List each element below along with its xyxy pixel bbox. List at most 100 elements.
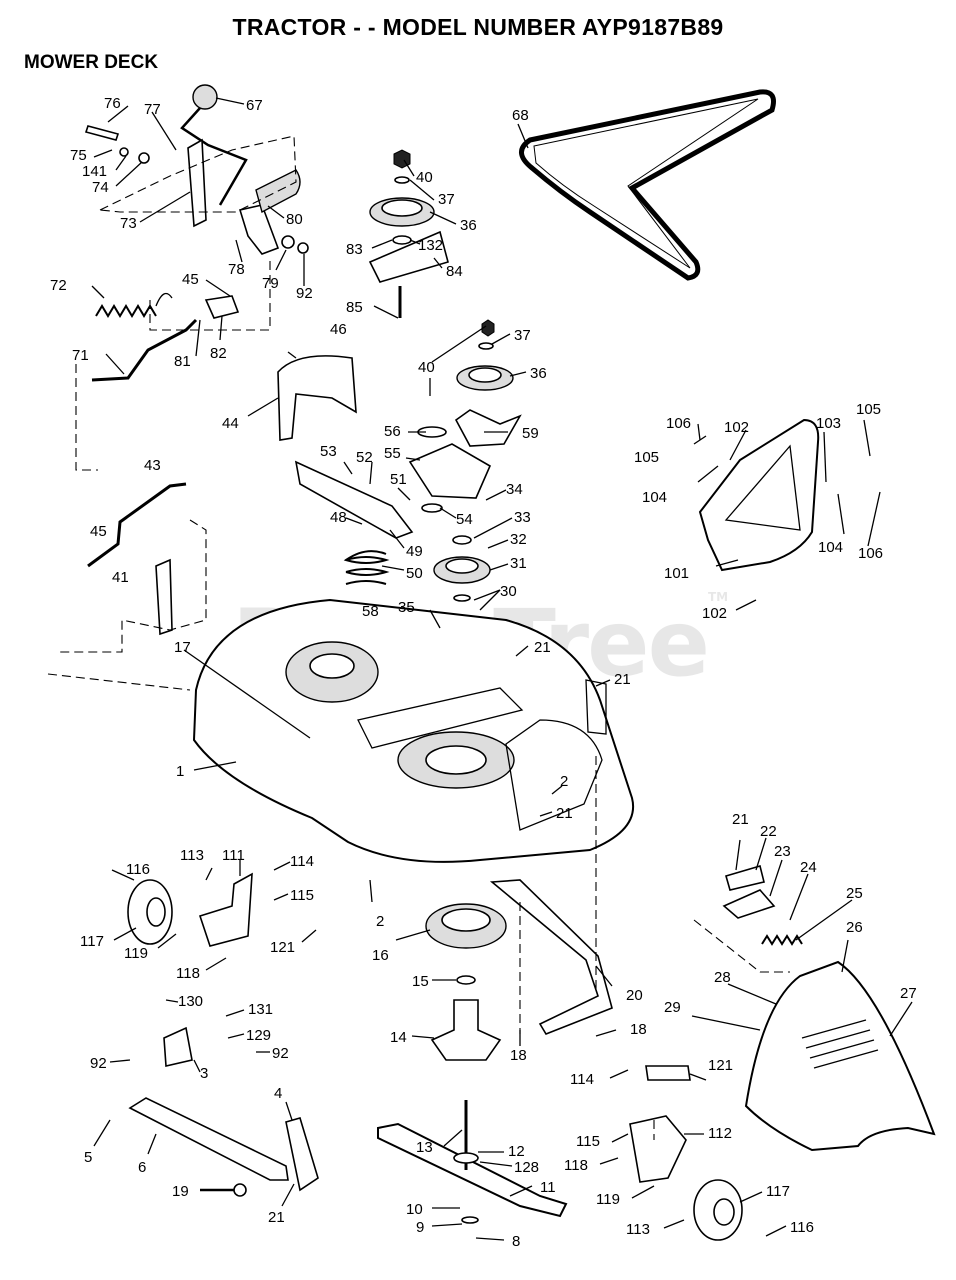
callout-34: 34 — [506, 481, 523, 498]
callout-labels: 67 76 77 75 141 74 73 80 78 79 92 45 72 … — [50, 95, 917, 1250]
callout-121a: 121 — [270, 939, 295, 956]
callout-118b: 118 — [564, 1157, 588, 1174]
callout-33: 33 — [514, 509, 531, 526]
assembly-lines — [47, 135, 790, 1140]
callout-44: 44 — [222, 415, 239, 432]
blade-part — [377, 1122, 568, 1218]
callout-105a: 105 — [856, 401, 881, 418]
callout-119a: 119 — [124, 945, 148, 962]
callout-41: 41 — [112, 569, 129, 586]
callout-22: 22 — [760, 823, 777, 840]
spring-part — [95, 304, 157, 318]
callout-21d: 21 — [268, 1209, 285, 1226]
callout-81: 81 — [174, 353, 191, 370]
callout-28: 28 — [714, 969, 731, 986]
callout-18a: 18 — [630, 1021, 647, 1038]
callout-53: 53 — [320, 443, 337, 460]
callout-92b: 92 — [90, 1055, 107, 1072]
callout-115b: 115 — [576, 1133, 600, 1150]
callout-49: 49 — [406, 543, 423, 560]
callout-102a: 102 — [724, 419, 749, 436]
callout-27: 27 — [900, 985, 917, 1002]
callout-43: 43 — [144, 457, 161, 474]
callout-45b: 45 — [90, 523, 107, 540]
callout-56: 56 — [384, 423, 401, 440]
parts-drawing — [84, 84, 936, 1241]
callout-112: 112 — [708, 1125, 732, 1142]
callout-23: 23 — [774, 843, 791, 860]
callout-36b: 36 — [530, 365, 547, 382]
callout-76: 76 — [104, 95, 121, 112]
callout-31: 31 — [510, 555, 527, 572]
belt-part — [519, 89, 776, 281]
callout-116a: 116 — [126, 861, 150, 878]
callout-20: 20 — [626, 987, 643, 1004]
callout-103: 103 — [816, 415, 841, 432]
callout-55: 55 — [384, 445, 401, 462]
callout-68: 68 — [512, 107, 529, 124]
lift-knob-part — [192, 84, 218, 110]
callout-14: 14 — [390, 1029, 407, 1046]
callout-45a: 45 — [182, 271, 199, 288]
callout-26: 26 — [846, 919, 863, 936]
callout-132: 132 — [418, 237, 443, 254]
callout-3: 3 — [200, 1065, 208, 1082]
callout-114b: 114 — [570, 1071, 594, 1088]
callout-19: 19 — [172, 1183, 189, 1200]
callout-59: 59 — [522, 425, 539, 442]
callout-74: 74 — [92, 179, 109, 196]
callout-29: 29 — [664, 999, 681, 1016]
callout-21e: 21 — [732, 811, 749, 828]
callout-73: 73 — [120, 215, 137, 232]
callout-9: 9 — [416, 1219, 424, 1236]
callout-15: 15 — [412, 973, 429, 990]
callout-116b: 116 — [790, 1219, 814, 1236]
callout-82: 82 — [210, 345, 227, 362]
callout-46: 46 — [330, 321, 347, 338]
callout-72: 72 — [50, 277, 67, 294]
callout-101: 101 — [664, 565, 689, 582]
callout-113b: 113 — [626, 1221, 650, 1238]
diagram-title: TRACTOR - - MODEL NUMBER AYP9187B89 — [232, 14, 724, 40]
callout-12: 12 — [508, 1143, 525, 1160]
callout-50: 50 — [406, 565, 423, 582]
watermark-trademark: TM — [707, 590, 729, 604]
callout-71: 71 — [72, 347, 89, 364]
callout-114a: 114 — [290, 853, 314, 870]
rod-part — [91, 318, 198, 382]
callout-51: 51 — [390, 471, 407, 488]
callout-85: 85 — [346, 299, 363, 316]
callout-4: 4 — [274, 1085, 282, 1102]
callout-17: 17 — [174, 639, 191, 656]
callout-13: 13 — [416, 1139, 433, 1156]
callout-2a: 2 — [560, 773, 568, 790]
callout-105b: 105 — [634, 449, 659, 466]
callout-21a: 21 — [534, 639, 551, 656]
callout-25: 25 — [846, 885, 863, 902]
callout-35: 35 — [398, 599, 415, 616]
callout-58: 58 — [362, 603, 379, 620]
callout-119b: 119 — [596, 1191, 620, 1208]
discharge-cover-part — [744, 960, 936, 1152]
callout-131: 131 — [248, 1001, 273, 1018]
callout-115a: 115 — [290, 887, 314, 904]
leader-lines — [91, 97, 913, 1241]
callout-84: 84 — [446, 263, 463, 280]
callout-1: 1 — [176, 763, 184, 780]
callout-36a: 36 — [460, 217, 477, 234]
callout-111: 111 — [222, 847, 245, 864]
mower-deck-part — [192, 598, 635, 863]
callout-118a: 118 — [176, 965, 200, 982]
callout-102b: 102 — [702, 605, 727, 622]
callout-40b: 40 — [418, 359, 435, 376]
callout-80: 80 — [286, 211, 303, 228]
callout-78: 78 — [228, 261, 245, 278]
callout-104a: 104 — [642, 489, 667, 506]
callout-24: 24 — [800, 859, 817, 876]
callout-92a: 92 — [296, 285, 313, 302]
callout-18b: 18 — [510, 1047, 527, 1064]
callout-106b: 106 — [858, 545, 883, 562]
callout-104b: 104 — [818, 539, 843, 556]
callout-121b: 121 — [708, 1057, 733, 1074]
callout-79: 79 — [262, 275, 279, 292]
